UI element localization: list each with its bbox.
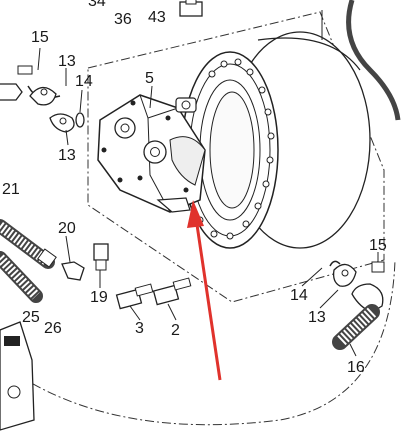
flange-bolt-holes — [196, 58, 275, 240]
bolt-2 — [152, 277, 192, 306]
fitting-20 — [61, 243, 109, 281]
label-36: 36 — [114, 11, 132, 28]
label-26: 26 — [44, 320, 62, 337]
motor-housing — [181, 31, 371, 249]
hose-top-right — [346, 0, 401, 121]
hose-16 — [332, 304, 380, 350]
label-14-right: 14 — [290, 287, 308, 304]
hose-21 — [0, 219, 57, 269]
label-2: 2 — [171, 322, 180, 339]
label-3: 3 — [135, 320, 144, 337]
label-21: 21 — [2, 181, 20, 198]
label-20: 20 — [58, 220, 76, 237]
label-15-left: 15 — [31, 29, 49, 46]
label-34: 34 — [88, 0, 106, 10]
fitting-43 — [179, 0, 203, 17]
label-14-left: 14 — [75, 73, 93, 90]
hose-25-26 — [0, 251, 43, 303]
label-15-right: 15 — [369, 237, 387, 254]
label-25: 25 — [22, 309, 40, 326]
fitting-right — [329, 260, 385, 313]
lower-boundary-arc — [17, 259, 396, 426]
label-5: 5 — [145, 70, 154, 87]
assembly-boundary — [87, 11, 385, 303]
red-pointer-arrow — [187, 200, 222, 381]
valve-block — [97, 94, 206, 213]
fitting-left — [0, 65, 85, 133]
label-43: 43 — [148, 9, 166, 26]
bolt-3 — [115, 283, 154, 310]
label-13-right: 13 — [308, 309, 326, 326]
leader-lines — [37, 10, 379, 357]
label-13-mid: 13 — [58, 147, 76, 164]
lower-left-component — [0, 321, 35, 431]
label-13-top: 13 — [58, 53, 76, 70]
label-16: 16 — [347, 359, 365, 376]
label-19: 19 — [90, 289, 108, 306]
